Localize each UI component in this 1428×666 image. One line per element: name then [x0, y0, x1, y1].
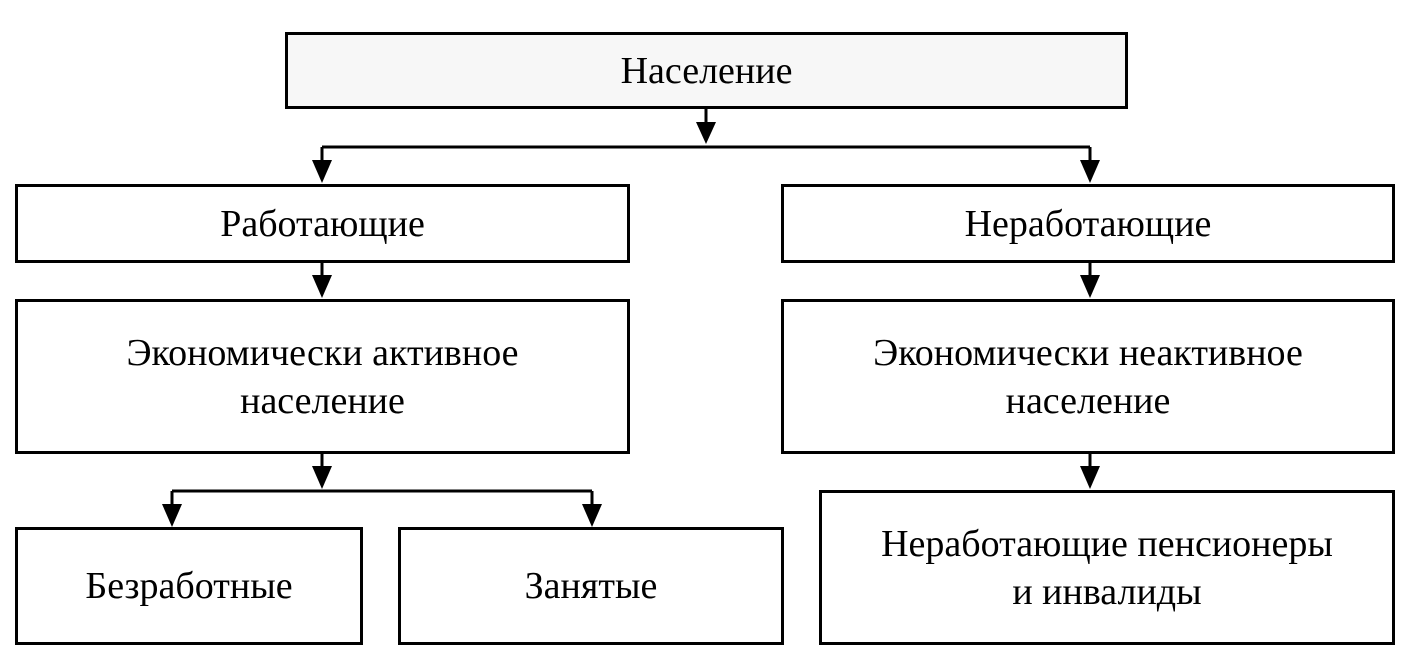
- arrow-to-unemployed: [162, 504, 182, 527]
- node-working-label: Работающие: [220, 202, 425, 245]
- node-economically-active: Экономически активное население: [15, 299, 630, 454]
- arrow-to-employed: [582, 504, 602, 527]
- node-nonworking-pensioners-line2: и инвалиды: [1012, 570, 1202, 613]
- node-employed-label: Занятые: [524, 565, 658, 607]
- node-working: Работающие: [15, 184, 630, 263]
- arrow-nonworking-inactive: [1080, 275, 1100, 298]
- node-economically-inactive-line2: население: [1005, 379, 1171, 422]
- node-economically-active-line1: Экономически активное: [126, 331, 519, 374]
- node-nonworking-pensioners: Неработающие пенсионеры и инвалиды: [819, 490, 1395, 645]
- node-economically-active-line2: население: [240, 379, 405, 422]
- arrow-working-active: [312, 275, 332, 298]
- node-unemployed: Безработные: [15, 527, 363, 645]
- node-economically-inactive: Экономически неактивное население: [781, 299, 1395, 454]
- node-economically-inactive-line1: Экономически неактивное: [873, 331, 1303, 374]
- arrow-root-down: [696, 122, 716, 144]
- node-population-label: Население: [620, 49, 793, 92]
- node-unemployed-label: Безработные: [85, 565, 293, 607]
- arrow-inactive-pensioners: [1080, 466, 1100, 489]
- node-population: Население: [285, 32, 1128, 109]
- node-nonworking-pensioners-line1: Неработающие пенсионеры: [881, 522, 1333, 565]
- arrow-to-nonworking: [1080, 160, 1100, 183]
- node-nonworking-label: Неработающие: [964, 202, 1212, 245]
- arrow-active-down: [312, 466, 332, 489]
- node-nonworking: Неработающие: [781, 184, 1395, 263]
- arrow-to-working: [312, 160, 332, 183]
- node-employed: Занятые: [398, 527, 784, 645]
